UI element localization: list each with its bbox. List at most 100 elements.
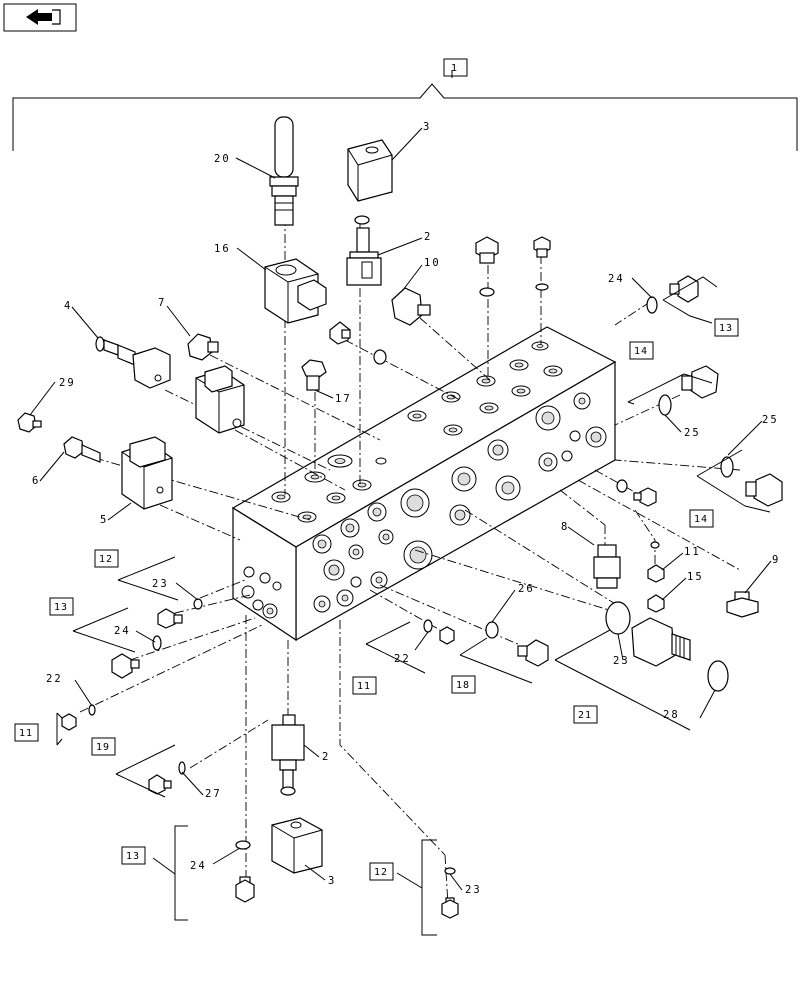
callout-25: 25: [684, 427, 701, 439]
part-20-pin: [269, 116, 299, 226]
callout-5: 5: [100, 514, 108, 526]
back-arrow-icon[interactable]: [3, 3, 77, 32]
callout-23b: 23: [613, 655, 630, 667]
callout-18: 18: [456, 680, 470, 691]
part-27-oring: [178, 761, 186, 775]
part-22-oring: [88, 704, 96, 716]
part-small-plug: [633, 487, 657, 507]
leader-lines: [29, 70, 772, 891]
part-11-oring: [650, 541, 660, 549]
callout-16: 16: [214, 243, 231, 255]
part-24-oring: [235, 840, 251, 850]
part-18-plug: [517, 639, 549, 667]
part-25-oring: [720, 456, 734, 478]
callout-14: 14: [634, 346, 648, 357]
valve-block: [231, 326, 617, 642]
callout-7: 7: [158, 297, 166, 309]
callout-27: 27: [205, 788, 222, 800]
part-16-coil: [264, 258, 327, 324]
part-15-nut: [647, 564, 665, 613]
part-8-fitting: [593, 544, 621, 589]
part-22-oring: [423, 619, 433, 633]
part-2-cartridge-top: [346, 227, 382, 286]
label-boxes: [14, 58, 739, 881]
part-14-plug-lower: [745, 473, 783, 507]
callout-24c: 24: [190, 860, 207, 872]
part-25-oring: [658, 394, 672, 416]
assembly-bracket: [12, 83, 798, 151]
callout-13c: 13: [126, 851, 140, 862]
callout-23c: 23: [465, 884, 482, 896]
part-3-coil-top: [347, 139, 393, 202]
callout-4: 4: [64, 300, 72, 312]
callout-labels: 1 3 20 2 16 10 24 13 4 7 14 17 29 25 25 …: [19, 63, 780, 896]
callout-8: 8: [561, 521, 569, 533]
part-7-nut: [187, 333, 219, 361]
part-11-nut-left: [61, 713, 77, 731]
part-17-nut: [301, 359, 327, 391]
part-21-fitting: [631, 617, 691, 667]
callout-25b: 25: [762, 414, 779, 426]
part-13-plug-left: [157, 608, 183, 629]
callout-15: 15: [687, 571, 704, 583]
callout-9: 9: [772, 554, 780, 566]
part-coil-mid: [195, 365, 245, 434]
callout-24: 24: [608, 273, 625, 285]
part-28-oring: [707, 660, 729, 692]
part-3-coil-bottom: [271, 817, 323, 874]
callout-29: 29: [59, 377, 76, 389]
part-23-oring: [605, 601, 631, 635]
part-4-solenoid-stem: [95, 336, 171, 389]
callout-17: 17: [335, 393, 352, 405]
callout-28: 28: [663, 709, 680, 721]
part-plug-a: [475, 236, 499, 264]
part-bottom-nut-left: [235, 876, 255, 903]
callout-19: 19: [96, 742, 110, 753]
group-brackets: [56, 276, 771, 936]
part-5-coil: [121, 436, 173, 510]
callout-24b: 24: [114, 625, 131, 637]
part-6-bolt: [63, 436, 101, 463]
part-plug-c: [329, 321, 351, 345]
callout-23: 23: [152, 578, 169, 590]
part-24-oring: [646, 296, 658, 314]
callout-11b: 11: [357, 681, 371, 692]
callout-26: 26: [518, 583, 535, 595]
part-9-plug: [726, 591, 759, 618]
callout-14b: 14: [694, 514, 708, 525]
callout-21: 21: [578, 710, 592, 721]
part-23-oring: [193, 598, 203, 610]
part-oring: [479, 287, 495, 297]
part-23-oring: [444, 867, 456, 875]
part-bottom-nut-right: [441, 897, 459, 919]
callout-2: 2: [424, 231, 432, 243]
callout-1: 1: [451, 63, 458, 74]
part-oring: [535, 283, 549, 291]
part-oring: [373, 349, 387, 365]
callout-12: 12: [99, 554, 113, 565]
callout-22b: 22: [46, 673, 63, 685]
callout-3: 3: [423, 121, 431, 133]
part-26-oring: [485, 621, 499, 639]
callout-22: 22: [394, 653, 411, 665]
callout-20: 20: [214, 153, 231, 165]
callout-10: 10: [424, 257, 441, 269]
part-14-plug: [681, 365, 719, 399]
part-13-plug: [669, 275, 699, 303]
part-29-plug: [17, 412, 42, 433]
callout-13b: 13: [54, 602, 68, 613]
part-24-oring: [152, 635, 162, 651]
part-2-cartridge-bottom: [271, 714, 305, 796]
callout-3b: 3: [328, 875, 336, 887]
part-oring: [616, 479, 628, 493]
callout-2b: 2: [322, 751, 330, 763]
callout-11: 11: [684, 546, 701, 558]
callout-13: 13: [719, 323, 733, 334]
callout-11c: 11: [19, 728, 33, 739]
part-10-fitting: [391, 287, 431, 326]
callout-12b: 12: [374, 867, 388, 878]
part-oring: [354, 215, 370, 225]
part-plug-left: [111, 653, 140, 679]
callout-6: 6: [32, 475, 40, 487]
